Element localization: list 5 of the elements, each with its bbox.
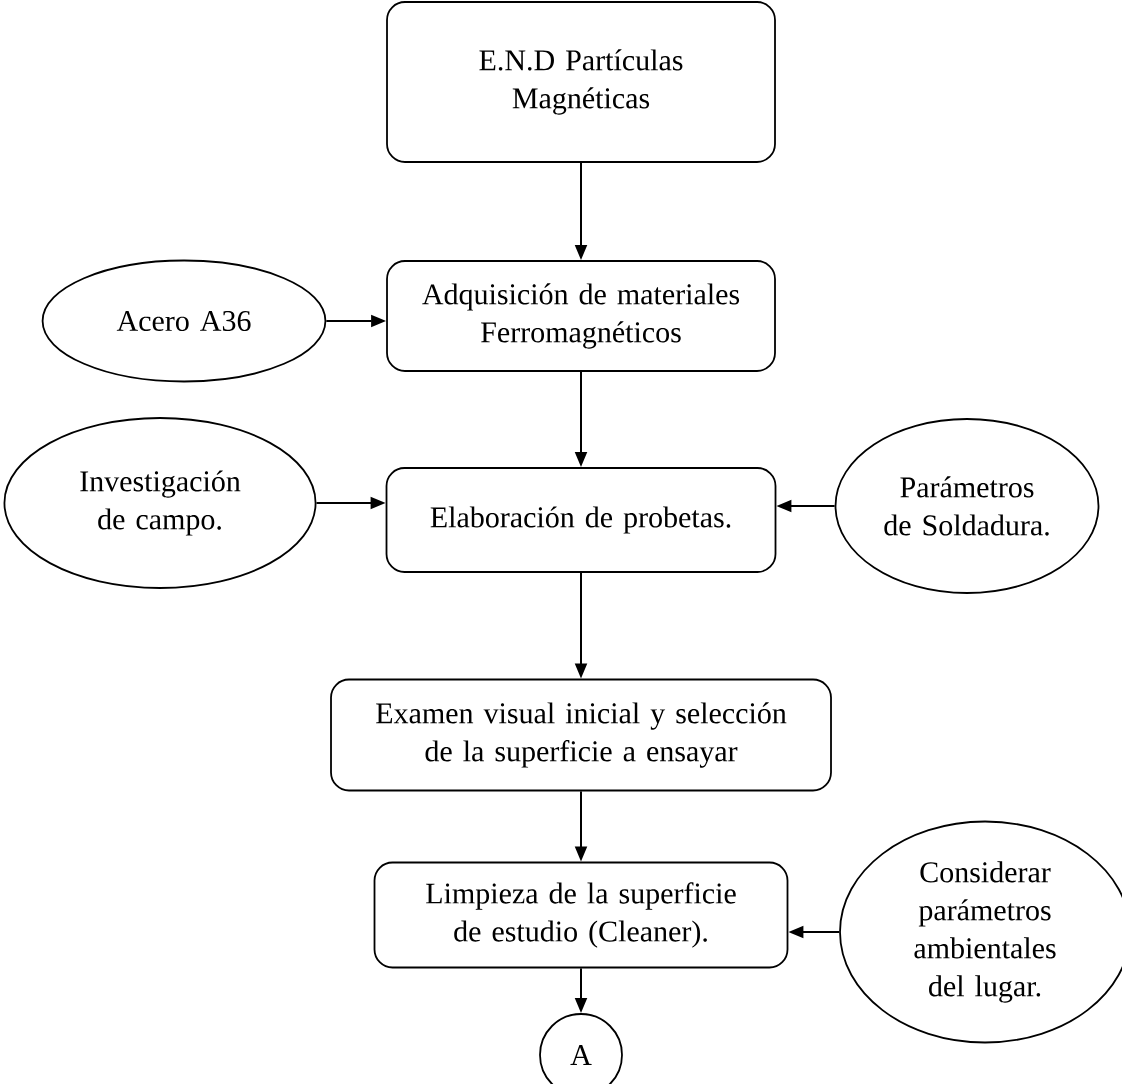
process-box: Limpieza de la superficie de estudio (Cleaner). [373, 861, 789, 969]
process-box: Elaboración de probetas. [385, 467, 777, 573]
process-box: Adquisición de materiales Ferromagnéticos [386, 260, 776, 372]
process-box: Examen visual inicial y selección de la superficie a ensayar [330, 678, 832, 792]
process-box: E.N.D Partículas Magnéticas [386, 1, 776, 163]
